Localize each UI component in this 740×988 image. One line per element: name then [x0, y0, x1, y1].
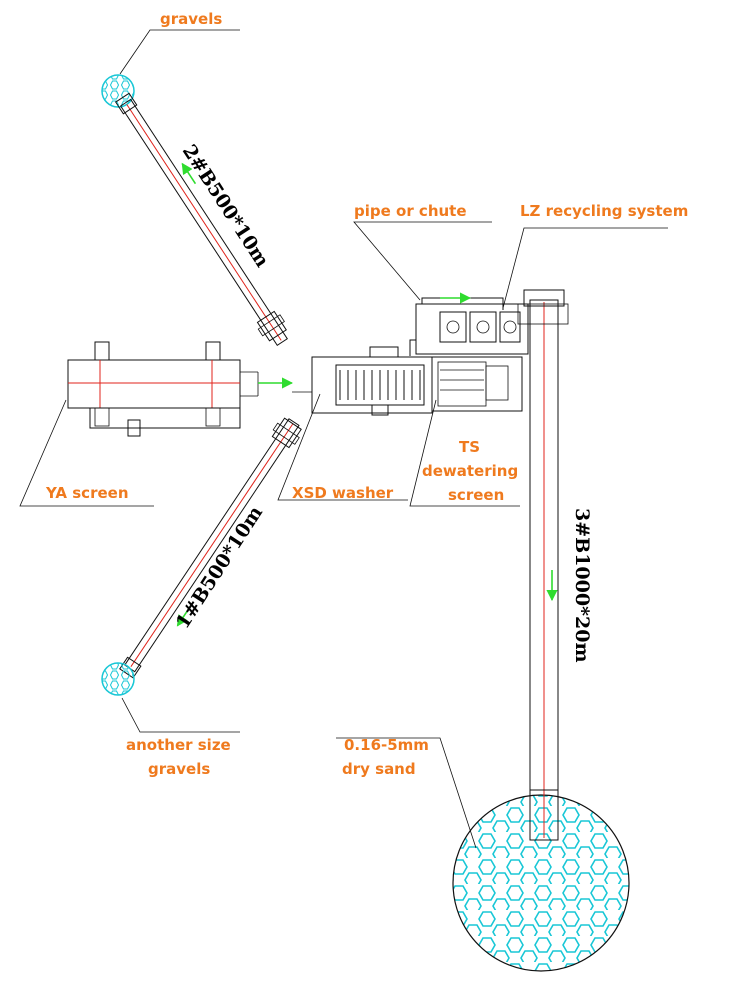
label-conveyor-2-spec: 2#B500*10m [178, 141, 273, 272]
conveyor-1 [119, 417, 302, 679]
label-conveyor-3-spec: 3#B1000*20m [571, 508, 593, 663]
xsd-washer [311, 346, 433, 416]
label-another-size-line2: gravels [148, 760, 210, 778]
conveyor-2-flow-arrow [181, 162, 197, 185]
label-dry-sand-line1: 0.16-5mm [344, 736, 429, 754]
conveyor-1-flow-arrow [176, 605, 192, 627]
label-gravels: gravels [160, 10, 222, 28]
pipe-or-chute [409, 292, 504, 356]
ts-dewatering-screen [431, 356, 523, 412]
another-size-gravels-pile [101, 662, 135, 696]
label-another-size-line1: another size [126, 736, 231, 754]
label-pipe-or-chute: pipe or chute [354, 202, 467, 220]
conveyor-2 [114, 92, 288, 347]
leader-lines [19, 29, 668, 849]
label-xsd-washer: XSD washer [292, 484, 394, 502]
ya-screen [67, 341, 259, 437]
label-conveyor-1-spec: 1#B500*10m [172, 502, 267, 633]
label-ts-line2: dewatering [422, 462, 518, 480]
label-ts-line3: screen [448, 486, 504, 504]
label-ts-line1: TS [459, 438, 480, 456]
conveyor-3 [517, 289, 569, 841]
dry-sand-pile [452, 789, 630, 972]
lz-recycling-system [415, 303, 529, 355]
label-ya-screen: YA screen [45, 484, 129, 502]
label-dry-sand-line2: dry sand [342, 760, 416, 778]
label-lz-recycling-system: LZ recycling system [520, 202, 688, 220]
gravels-pile [101, 74, 135, 108]
